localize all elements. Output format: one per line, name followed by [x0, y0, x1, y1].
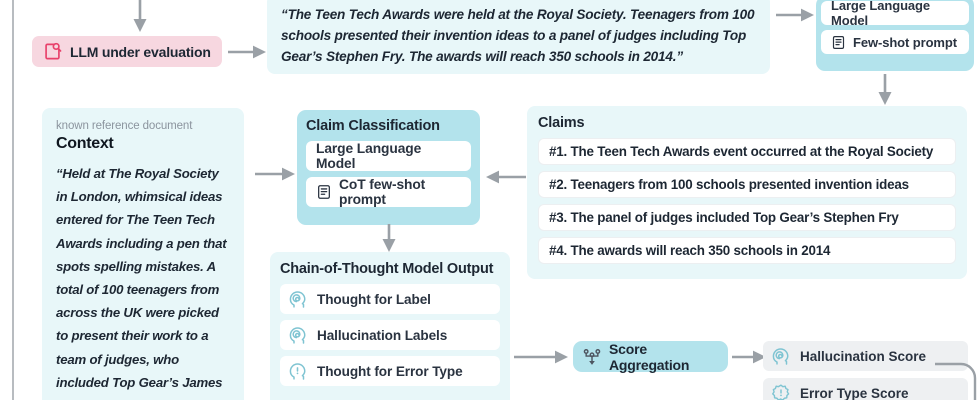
left-rule	[12, 0, 14, 400]
llm-under-evaluation-box[interactable]: LLM under evaluation	[32, 36, 222, 67]
claim-classification-model: Large Language Model	[306, 141, 471, 171]
context-heading: Context	[56, 135, 114, 152]
document-lines-icon	[316, 184, 332, 200]
score-aggregation-box[interactable]: Score Aggregation	[573, 340, 728, 373]
cot-item-label: Thought for Label	[317, 291, 431, 307]
claim-item[interactable]: #4. The awards will reach 350 schools in…	[538, 237, 956, 264]
cot-item[interactable]: Hallucination Labels	[280, 320, 500, 350]
score-aggregation-label: Score Aggregation	[609, 340, 690, 373]
burst-exclamation-icon	[771, 383, 791, 400]
arrow-down-to-llm	[133, 0, 147, 32]
top-language-model-box: Large Language Model Few-shot prompt	[816, 0, 974, 71]
hallucination-score-chip[interactable]: Hallucination Score	[763, 341, 968, 371]
claims-panel: Claims #1. The Teen Tech Awards event oc…	[527, 106, 967, 279]
context-body: “Held at The Royal Society in London, wh…	[56, 166, 227, 400]
claims-title: Claims	[538, 115, 585, 131]
llm-under-evaluation-label: LLM under evaluation	[70, 43, 211, 60]
claim-classification-prompt-chip[interactable]: CoT few-shot prompt	[306, 177, 471, 207]
arrow-context-to-classification	[255, 167, 295, 181]
chain-of-thought-panel: Chain-of-Thought Model Output Thought fo…	[270, 252, 510, 400]
error-type-score-chip[interactable]: Error Type Score	[763, 378, 968, 400]
claim-classification-title: Claim Classification	[306, 118, 440, 134]
cot-item-label: Thought for Error Type	[317, 363, 463, 379]
head-spiral-icon	[288, 289, 308, 309]
cot-item[interactable]: Thought for Error Type	[280, 356, 500, 386]
head-spiral-icon	[288, 325, 308, 345]
arrow-cot-to-aggregation	[514, 350, 568, 364]
top-prompt-chip[interactable]: Few-shot prompt	[821, 30, 969, 54]
hallucination-score-label: Hallucination Score	[800, 348, 927, 364]
hierarchy-merge-icon	[582, 347, 602, 367]
arrow-top-model-to-claims	[878, 74, 892, 105]
error-type-score-label: Error Type Score	[800, 385, 909, 400]
head-spiral-icon	[771, 346, 791, 366]
llm-output-box: “The Teen Tech Awards were held at the R…	[267, 0, 770, 74]
arrow-output-to-top-model	[776, 8, 814, 22]
llm-output-quote: “The Teen Tech Awards were held at the R…	[281, 7, 755, 64]
feedback-connector-line	[935, 362, 977, 400]
arrow-llm-to-output	[228, 45, 266, 59]
claim-classification-box: Claim Classification Large Language Mode…	[297, 110, 480, 225]
cot-item-label: Hallucination Labels	[317, 327, 448, 343]
context-document-panel: known reference document Context “Held a…	[42, 108, 244, 400]
claim-item[interactable]: #1. The Teen Tech Awards event occurred …	[538, 138, 956, 165]
arrow-claims-to-classification	[486, 170, 526, 184]
arrow-aggregation-to-scores	[732, 350, 766, 364]
claim-item[interactable]: #2. Teenagers from 100 schools presented…	[538, 171, 956, 198]
head-exclamation-icon	[288, 361, 308, 381]
claim-classification-prompt-label: CoT few-shot prompt	[339, 177, 426, 207]
context-kicker: known reference document	[56, 120, 193, 132]
cot-item[interactable]: Thought for Label	[280, 284, 500, 314]
top-model-label: Large Language Model	[821, 0, 969, 28]
claim-item[interactable]: #3. The panel of judges included Top Gea…	[538, 204, 956, 231]
document-lines-icon	[831, 35, 846, 50]
arrow-classification-to-cot	[382, 224, 396, 252]
top-prompt-label: Few-shot prompt	[853, 34, 957, 50]
document-search-icon	[43, 42, 62, 61]
chain-of-thought-title: Chain-of-Thought Model Output	[280, 261, 494, 277]
